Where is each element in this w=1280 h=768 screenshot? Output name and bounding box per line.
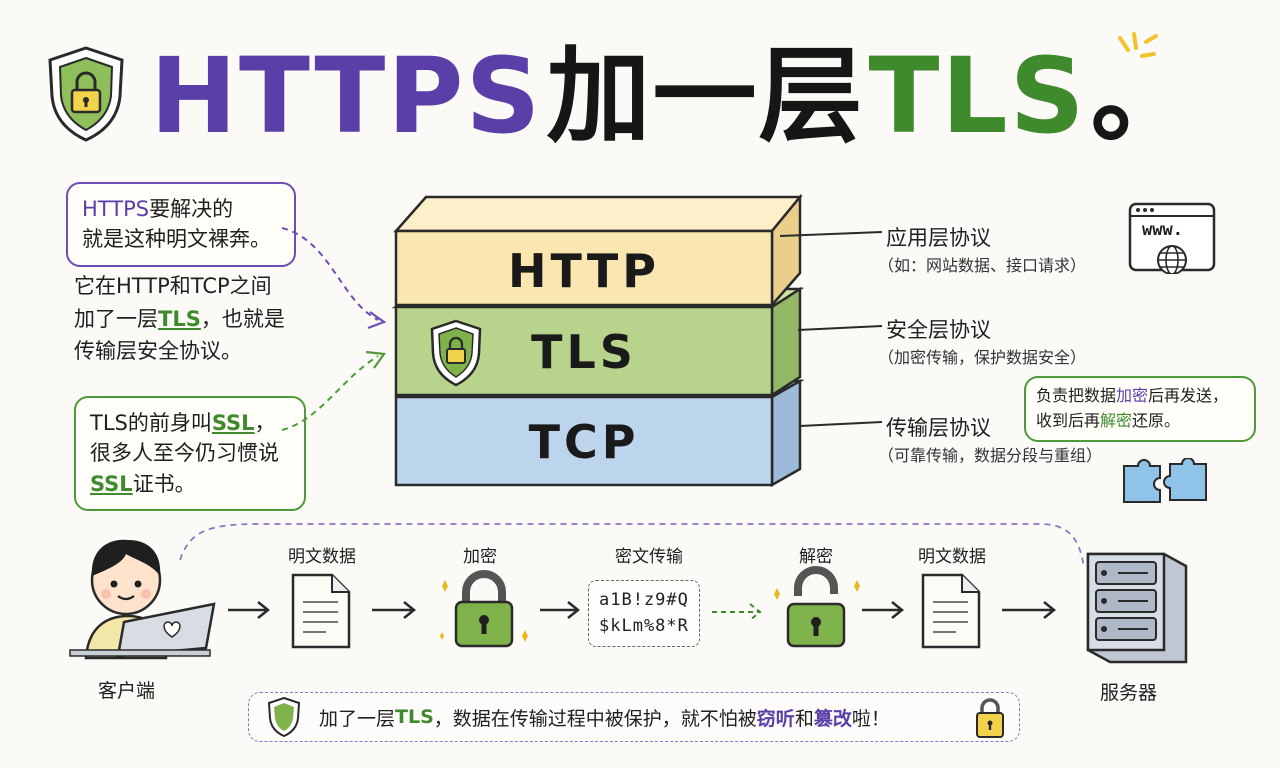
bubble-line2: 就是这种明文裸奔。 [82,227,271,252]
tls-shield-icon [430,319,482,387]
flow-step-plaintext-1: 明文数据 [288,547,356,567]
ssl-highlight-1: SSL [211,411,255,435]
title-tls: TLS [868,35,1087,157]
ssl-line3-post: 证书。 [132,471,196,496]
https-bubble: HTTPS要解决的 就是这种明文裸奔。 [66,182,296,267]
sparkle-lines-icon [1118,32,1158,58]
explain-line1: 它在HTTP和TCP之间 [74,274,272,298]
tls-explanation: 它在HTTP和TCP之间 加了一层TLS，也就是 传输层安全协议。 [74,270,285,368]
title-https: HTTPS [150,35,543,157]
summary-eavesdrop: 窃听 [756,707,795,730]
tcp-desc-sub: （可靠传输，数据分段与重组） [878,446,1103,465]
document-icon [291,573,351,649]
summary-pre: 加了一层 [319,707,396,730]
note-line1-post: 后再发送， [1148,386,1229,405]
flow-step-encrypt: 加密 [463,547,497,567]
client-label: 客户端 [98,680,156,702]
tls-desc: 安全层协议 [886,318,991,342]
ssl-line2: 很多人至今仍习惯说 [90,441,279,466]
cipher-line1: a1B!z9#Q [599,590,689,610]
small-shield-icon [267,696,301,738]
ssl-line1-post: ， [254,411,276,435]
lock-closed-icon [440,570,528,648]
protocol-stack [391,193,805,488]
explain-line2-post: ，也就是 [200,306,285,331]
tcp-layer-label: TCP [528,415,640,469]
client-person-icon [69,539,216,660]
tls-desc-sub: （加密传输，保护数据安全） [878,348,1087,367]
note-line2-post: 还原。 [1132,410,1181,430]
ciphertext-box: a1B!z9#Q $kLm%8*R [588,580,700,647]
summary-end: 啦！ [851,707,890,730]
bubble-line1: 要解决的 [149,197,234,221]
cipher-line2: $kLm%8*R [599,616,689,637]
http-layer-label: HTTP [507,244,661,298]
connector-arrows [281,227,387,431]
ssl-bubble: TLS的前身叫SSL， 很多人至今仍习惯说 SSL证书。 [74,396,306,512]
puzzle-icon [1123,458,1207,503]
server-label: 服务器 [1100,682,1158,704]
http-desc-sub: （如：网站数据、接口请求） [878,256,1087,275]
ssl-highlight-2: SSL [90,471,133,496]
shield-lock-icon [48,46,124,142]
bubble-https-highlight: HTTPS [82,197,150,221]
flow-step-plaintext-2: 明文数据 [918,547,986,567]
note-encrypt-highlight: 加密 [1116,386,1149,405]
http-desc: 应用层协议 [886,226,991,250]
tcp-desc: 传输层协议 [886,416,991,440]
layer-connectors [779,231,883,427]
flow-step-transmit: 密文传输 [615,547,683,567]
explain-line2-pre: 加了一层 [74,306,158,331]
page-title: HTTPS 加一层 TLS 。 [150,28,1197,148]
explain-line3: 传输层安全协议。 [74,339,242,364]
browser-url: www. [1142,220,1183,240]
browser-window-icon: www. [1128,200,1216,274]
title-middle: 加一层 [546,35,865,157]
summary-middle: ，数据在传输过程中被保护，就不怕被 [433,707,757,730]
server-icon [1086,552,1188,664]
summary-note: 加了一层 TLS ，数据在传输过程中被保护，就不怕被 窃听 和 篡改 啦！ [248,692,1020,742]
note-decrypt-highlight: 解密 [1100,410,1133,430]
summary-tls: TLS [395,706,434,728]
small-lock-icon [976,698,1004,738]
note-line2-pre: 收到后再 [1036,410,1101,430]
http-layer [393,193,803,309]
flow-step-decrypt: 解密 [799,547,833,567]
lock-open-icon [774,566,860,648]
globe-icon [1157,245,1187,274]
document-icon-2 [921,573,981,649]
title-period: 。 [1090,35,1197,157]
note-line1-pre: 负责把数据 [1036,386,1117,405]
summary-and: 和 [794,707,814,730]
encryption-note: 负责把数据加密后再发送， 收到后再解密还原。 [1024,376,1256,442]
ssl-line1-pre: TLS的前身叫 [90,411,212,435]
tls-layer-label: TLS [531,325,637,379]
explain-tls-highlight: TLS [158,306,201,331]
summary-tamper: 篡改 [813,707,852,730]
